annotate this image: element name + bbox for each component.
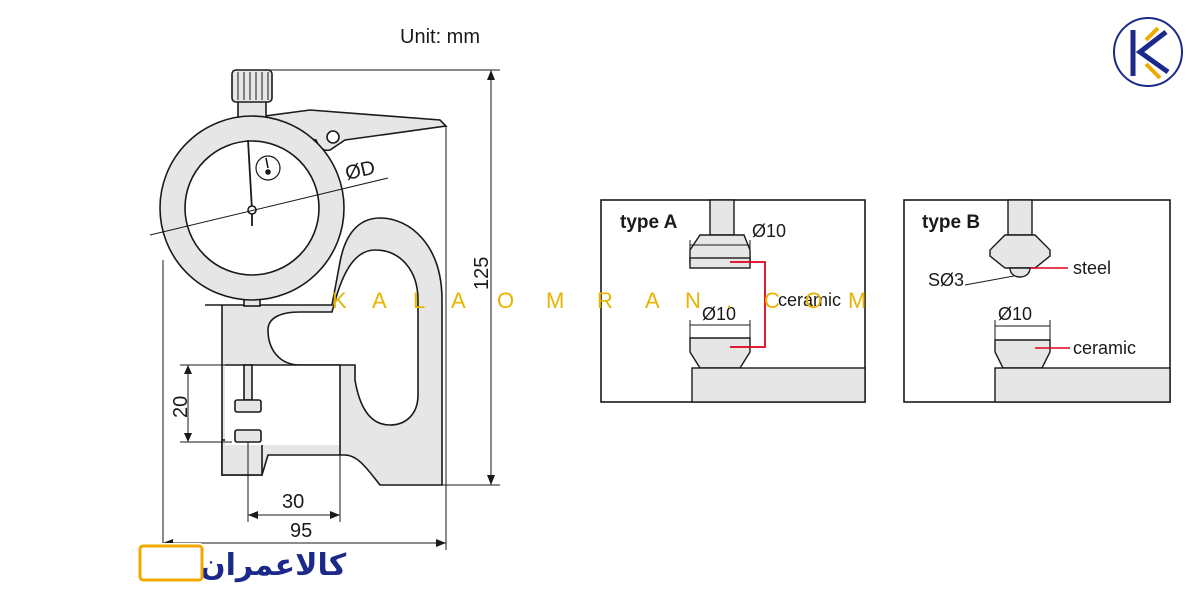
- b-lower-contact: [994, 339, 1051, 369]
- unit-label: Unit: mm: [400, 26, 480, 48]
- lever-pivot: [326, 130, 340, 144]
- a-ceramic-bracket: [730, 261, 766, 348]
- b-sphere: SØ3: [928, 270, 964, 290]
- watermark-letter: M: [848, 288, 866, 313]
- a-lower-contact: [689, 337, 751, 369]
- gauge-body: [159, 69, 448, 486]
- a-upper-tip: [689, 257, 751, 269]
- a-lower-dia: Ø10: [702, 304, 736, 324]
- dial-diameter-label: ØD: [343, 157, 377, 185]
- panel-type-a: type A Ø10 Ø10 ceramic: [600, 199, 866, 403]
- watermark-letter: A: [372, 288, 387, 313]
- sub-dial-needle: [265, 157, 269, 169]
- panel-a-title: type A: [620, 212, 678, 233]
- a-material: ceramic: [778, 290, 841, 310]
- watermark-letter: C: [764, 288, 780, 313]
- lower-contact: [234, 429, 262, 443]
- watermark-letter: A: [645, 288, 660, 313]
- a-base: [691, 367, 866, 403]
- watermark-letter: O: [497, 288, 514, 313]
- watermark-letter: K: [332, 288, 347, 313]
- gap-dim: 20: [170, 396, 192, 418]
- b-sphere-leader: [964, 275, 1015, 286]
- brand-wordmark: کالاعمران: [14, 543, 347, 583]
- watermark-letter: A: [451, 288, 466, 313]
- depth-dim: 30: [282, 491, 304, 513]
- watermark-letter: .: [726, 288, 732, 313]
- b-lower-dia: Ø10: [998, 304, 1032, 324]
- watermark-letter: O: [805, 288, 822, 313]
- brand-text: کالاعمران: [200, 548, 347, 583]
- width-dim: 95: [290, 520, 312, 542]
- b-lower-material: ceramic: [1073, 338, 1136, 358]
- panel-b-title: type B: [922, 212, 980, 233]
- dial-diameter-leader: [149, 177, 389, 236]
- anvil-base: [221, 439, 263, 476]
- watermark-letter: N: [685, 288, 701, 313]
- a-upper-dia: Ø10: [752, 221, 786, 241]
- upper-contact: [234, 399, 262, 413]
- height-dim: 125: [471, 257, 493, 290]
- panel-type-b: type B SØ3 steel Ø10 ceramic: [903, 199, 1171, 403]
- frame-inner-cutout: [267, 249, 419, 426]
- watermark-letter: M: [546, 288, 564, 313]
- watermark-letter: L: [413, 288, 425, 313]
- a-spindle: [709, 199, 735, 236]
- upper-spindle: [243, 364, 253, 401]
- b-spindle: [1007, 199, 1033, 236]
- b-base: [994, 367, 1171, 403]
- brand-logo-icon: [1113, 17, 1183, 87]
- b-upper-material: steel: [1073, 258, 1111, 278]
- main-needle: [247, 139, 253, 211]
- watermark-letter: R: [597, 288, 613, 313]
